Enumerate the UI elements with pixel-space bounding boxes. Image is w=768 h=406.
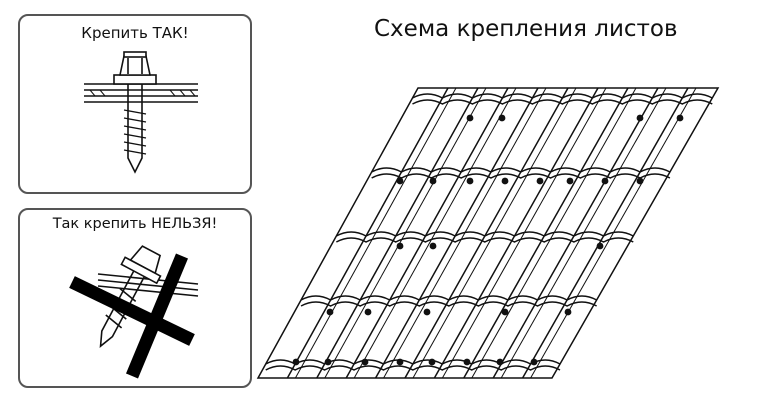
fastener-point bbox=[429, 242, 437, 250]
fastener-point bbox=[596, 242, 604, 250]
fastener-point bbox=[601, 177, 609, 185]
correct-fastening-panel: Крепить ТАК! bbox=[18, 14, 252, 194]
fastener-point bbox=[326, 308, 334, 316]
fastener-point bbox=[636, 177, 644, 185]
tile-step-shadow bbox=[265, 365, 561, 371]
fastener-point bbox=[636, 114, 644, 122]
fastener-point bbox=[364, 308, 372, 316]
tile-rib-edge bbox=[500, 87, 667, 379]
tile-step-shadow bbox=[371, 173, 671, 179]
tile-rib-edge bbox=[441, 87, 607, 379]
tile-rib bbox=[492, 87, 659, 379]
tile-rib bbox=[286, 87, 449, 379]
tile-rib-edge bbox=[530, 87, 697, 379]
tile-rib bbox=[374, 87, 539, 379]
tile-rib bbox=[463, 87, 629, 379]
tile-rib bbox=[404, 87, 569, 379]
tile-rib-edge bbox=[412, 87, 577, 379]
fastener-point bbox=[501, 308, 509, 316]
tile-rib bbox=[316, 87, 479, 379]
tile-step-shadow bbox=[300, 301, 598, 307]
fastener-point bbox=[501, 177, 509, 185]
wrong-fastening-caption: Так крепить НЕЛЬЗЯ! bbox=[52, 216, 218, 232]
tile-step-shadow bbox=[335, 237, 634, 243]
tile-rib-edge bbox=[471, 87, 637, 379]
fastener-point bbox=[396, 358, 404, 366]
tile-rib bbox=[521, 87, 689, 379]
tile-rib-edge bbox=[294, 87, 457, 379]
fastener-point bbox=[466, 114, 474, 122]
fastener-point bbox=[536, 177, 544, 185]
fastener-point bbox=[564, 308, 572, 316]
correct-fastening-caption: Крепить ТАК! bbox=[81, 24, 189, 42]
fastener-point bbox=[676, 114, 684, 122]
fastener-point bbox=[530, 358, 538, 366]
tile-rib-edge bbox=[353, 87, 517, 379]
screw-correct-icon bbox=[84, 51, 198, 174]
tile-step-shadow bbox=[412, 99, 713, 105]
tile-rib-edge bbox=[383, 87, 547, 379]
fastener-point bbox=[396, 242, 404, 250]
fastener-point bbox=[566, 177, 574, 185]
fastener-point bbox=[292, 358, 300, 366]
scheme-title: Схема крепления листов bbox=[374, 16, 678, 42]
fastener-point bbox=[466, 177, 474, 185]
fastener-point bbox=[498, 114, 506, 122]
fastener-point bbox=[496, 358, 504, 366]
tile-rib bbox=[345, 87, 509, 379]
fastener-point bbox=[361, 358, 369, 366]
tile-rib-edge bbox=[324, 87, 487, 379]
fastener-point bbox=[428, 358, 436, 366]
screw-wrong-icon bbox=[69, 245, 199, 379]
fastener-point bbox=[396, 177, 404, 185]
fastener-point bbox=[463, 358, 471, 366]
wrong-fastening-panel: Так крепить НЕЛЬЗЯ! bbox=[18, 208, 252, 388]
fastener-point bbox=[429, 177, 437, 185]
fastener-point bbox=[423, 308, 431, 316]
tile-rib bbox=[433, 87, 599, 379]
fastener-point bbox=[324, 358, 332, 366]
roof-outline bbox=[256, 87, 720, 379]
